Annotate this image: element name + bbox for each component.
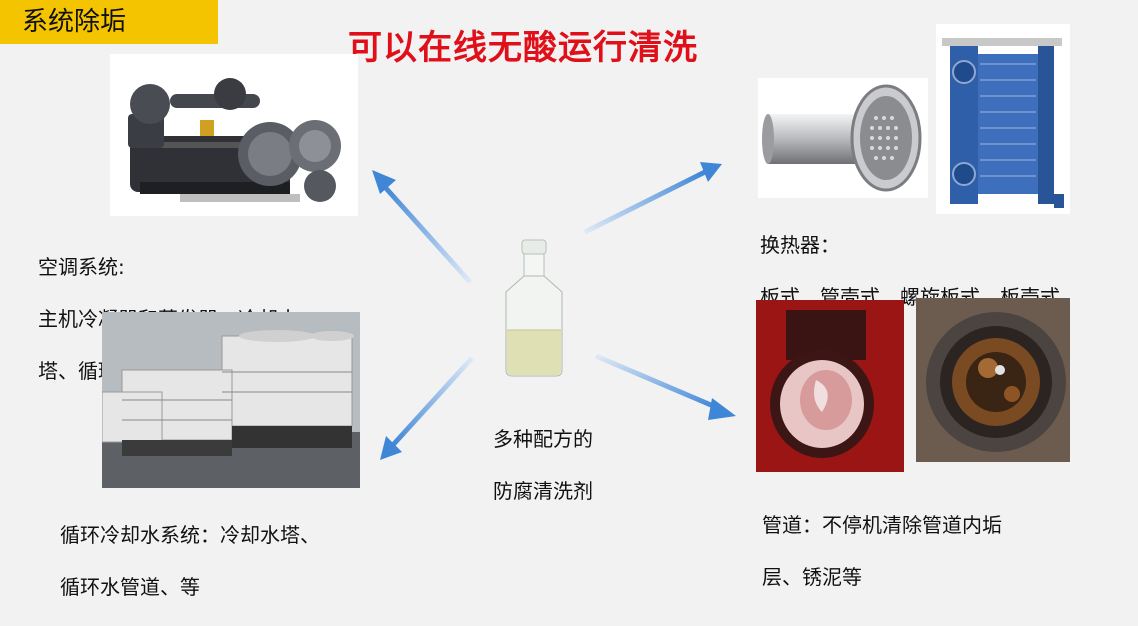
arrow-down-left [380, 356, 474, 460]
cooling-caption: 循环冷却水系统：冷却水塔、 循环水管道、等 [60, 496, 400, 626]
page-title: 可以在线无酸运行清洗 [348, 28, 698, 68]
arrow-down-right [595, 353, 736, 420]
pipe-caption-line2: 层、锈泥等 [762, 565, 862, 589]
section-tag: 系统除垢 [0, 0, 218, 44]
cooling-caption-line2: 循环水管道、等 [60, 575, 200, 599]
scaled-pipe-image [756, 300, 904, 472]
shell-tube-exchanger-image [758, 78, 928, 198]
cooling-caption-line1: 循环冷却水系统：冷却水塔、 [60, 523, 320, 547]
chiller-image [110, 54, 358, 216]
product-caption: 多种配方的 防腐清洗剂 [478, 400, 608, 530]
arrow-up-right [583, 162, 722, 235]
aircon-caption-line1: 空调系统: [38, 255, 125, 279]
product-caption-line2: 防腐清洗剂 [493, 479, 593, 503]
pipe-caption-line1: 管道：不停机清除管道内垢 [762, 513, 1002, 537]
exchanger-caption-line1: 换热器： [760, 233, 840, 257]
arrows-layer [372, 162, 736, 460]
cleaning-agent-bottle-image [492, 234, 576, 380]
pipe-caption: 管道：不停机清除管道内垢 层、锈泥等 [762, 486, 1132, 616]
rusted-pipe-image [916, 298, 1070, 462]
cooling-tower-image [102, 312, 360, 488]
arrow-up-left [372, 170, 472, 284]
product-caption-line1: 多种配方的 [493, 427, 593, 451]
plate-exchanger-image [936, 24, 1070, 214]
